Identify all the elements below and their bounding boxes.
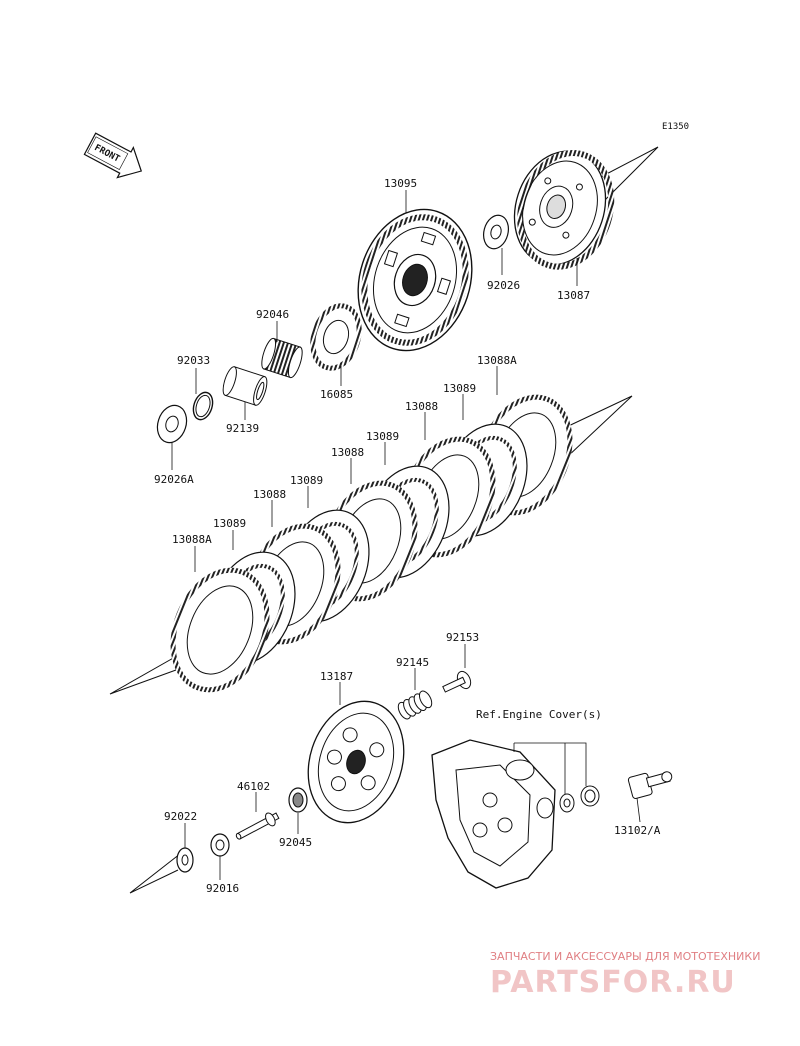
front-arrow-icon: FRONT [83,132,143,179]
bolt-92153 [442,670,472,693]
part-label-13088-c: 13088 [253,488,286,501]
engine-cover-reference [431,739,556,889]
part-label-92026: 92026 [487,279,520,292]
part-label-92046: 92046 [256,308,289,321]
pressure-plate-13187 [307,700,405,824]
part-label-13089-a: 13089 [443,382,476,395]
part-label-92016: 92016 [206,882,239,895]
washer-92022 [176,847,194,873]
watermark-brand: PARTSFOR.RU [490,965,736,1000]
clutch-hub [357,208,473,352]
part-label-13088-b: 13088 [331,446,364,459]
part-label-92026A: 92026A [154,473,194,486]
part-label-92045: 92045 [279,836,312,849]
part-label-13088A-top: 13088A [477,354,517,367]
watermark-logo: ЗАПЧАСТИ И АКСЕССУАРЫ ДЛЯ МОТОТЕХНИКИ PA… [490,950,760,1000]
part-label-13102A: 13102/A [614,824,661,837]
part-label-13095: 13095 [384,177,417,190]
part-labels: 13095 92026 13087 92046 16085 92033 9213… [154,177,661,895]
part-label-13089-d: 13089 [213,517,246,530]
bearing-92045 [288,787,308,813]
part-label-13187: 13187 [320,670,353,683]
cover-seal-parts [559,785,600,813]
release-lever-13102A [627,771,673,800]
part-label-13088-a: 13088 [405,400,438,413]
part-label-13088A-bottom: 13088A [172,533,212,546]
part-label-92139: 92139 [226,422,259,435]
part-label-13087: 13087 [557,289,590,302]
diagram-code: E1350 [662,122,689,132]
spring-92145 [397,690,433,720]
washer-92026A [156,404,188,444]
reference-note: Ref.Engine Cover(s) [476,708,602,721]
part-label-13089-b: 13089 [366,430,399,443]
circlip-92033 [192,391,214,421]
part-label-92145: 92145 [396,656,429,669]
nut-92016 [210,833,230,857]
part-label-92022: 92022 [164,810,197,823]
watermark-tagline: ЗАПЧАСТИ И АКСЕССУАРЫ ДЛЯ МОТОТЕХНИКИ [490,950,760,963]
part-label-16085: 16085 [320,388,353,401]
part-label-46102: 46102 [237,780,270,793]
leader-lines [171,190,641,880]
push-rod-46102 [235,812,280,840]
part-label-92033: 92033 [177,354,210,367]
friction-plate-13088A-bottom [170,567,270,693]
needle-bearing-92046 [261,337,303,379]
clutch-housing-gear [513,150,615,270]
part-label-13089-c: 13089 [290,474,323,487]
clutch-plate-stack [170,394,573,693]
sleeve-92139 [222,366,268,406]
washer-92026 [483,214,509,250]
gear-16085 [310,303,362,371]
part-label-92153: 92153 [446,631,479,644]
